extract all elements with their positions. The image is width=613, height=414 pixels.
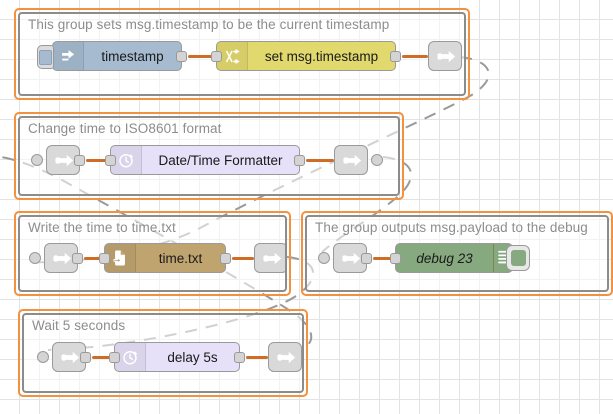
output-port[interactable] <box>465 50 466 62</box>
debug-enable-toggle-button[interactable] <box>506 245 530 271</box>
input-port[interactable] <box>31 154 43 166</box>
output-port[interactable] <box>294 154 305 166</box>
node-link-in-3[interactable] <box>29 243 83 273</box>
node-link-out-2[interactable] <box>334 145 383 175</box>
group-body: This group sets msg.timestamp to be the … <box>18 12 466 96</box>
link-out-icon <box>270 343 300 371</box>
group-body: The group outputs msg.payload to the deb… <box>305 215 609 292</box>
node-file-write[interactable]: time.txt <box>99 243 231 273</box>
input-port[interactable] <box>29 252 41 264</box>
node-label: debug 23 <box>416 250 473 266</box>
output-port[interactable] <box>371 154 383 166</box>
node-change-set-timestamp[interactable]: set msg.timestamp <box>211 41 401 71</box>
debug-lines-icon <box>493 244 512 272</box>
wire-formatter-to-linkout <box>306 159 334 162</box>
inject-arrow-icon <box>53 42 84 70</box>
debug-toggle-indicator-icon <box>510 250 526 266</box>
output-port[interactable] <box>176 50 187 62</box>
input-port[interactable] <box>37 351 49 363</box>
link-in-icon <box>48 146 78 174</box>
link-out-icon <box>256 244 285 272</box>
link-out-icon <box>336 146 366 174</box>
group-timestamp[interactable]: This group sets msg.timestamp to be the … <box>14 8 470 100</box>
node-link-out-1[interactable] <box>428 41 462 71</box>
output-port[interactable] <box>74 154 85 166</box>
node-date-time-formatter[interactable]: Date/Time Formatter <box>105 145 305 175</box>
shuffle-icon <box>217 42 248 70</box>
input-port[interactable] <box>318 252 330 264</box>
input-port[interactable] <box>109 351 120 363</box>
group-title: This group sets msg.timestamp to be the … <box>28 17 390 32</box>
output-port[interactable] <box>220 252 231 264</box>
clock-icon <box>111 146 142 174</box>
group-writefile[interactable]: Write the time to time.txt <box>14 211 291 296</box>
node-delay-5s[interactable]: delay 5s <box>109 342 245 372</box>
group-title: Change time to ISO8601 format <box>28 121 222 136</box>
node-inject-timestamp[interactable]: timestamp <box>37 41 187 71</box>
inject-trigger-button[interactable] <box>37 45 54 69</box>
output-port[interactable] <box>361 252 372 264</box>
input-port[interactable] <box>390 252 401 264</box>
node-link-out-3[interactable] <box>254 243 285 273</box>
wire-file-to-linkout <box>232 257 254 260</box>
group-title: The group outputs msg.payload to the deb… <box>315 220 588 235</box>
wire-linkin-to-file <box>84 257 104 260</box>
group-title: Wait 5 seconds <box>32 318 126 333</box>
file-write-icon <box>105 244 136 272</box>
wire-change-to-linkout <box>402 55 428 58</box>
group-iso8601[interactable]: Change time to ISO8601 format <box>14 112 404 200</box>
wire-linkin-to-debug <box>373 257 395 260</box>
input-port[interactable] <box>105 154 116 166</box>
node-link-out-5[interactable] <box>268 342 302 372</box>
group-body: Change time to ISO8601 format <box>18 116 400 196</box>
node-link-in-2[interactable] <box>31 145 85 175</box>
node-label: time.txt <box>158 250 203 266</box>
input-port[interactable] <box>99 252 110 264</box>
output-port[interactable] <box>72 252 83 264</box>
node-label: delay 5s <box>167 349 218 365</box>
node-label: set msg.timestamp <box>264 48 379 64</box>
wire-delay-to-linkout <box>246 356 268 359</box>
output-port[interactable] <box>234 351 245 363</box>
group-title: Write the time to time.txt <box>28 220 176 235</box>
inject-button-square-icon <box>39 49 52 65</box>
input-port[interactable] <box>211 50 222 62</box>
link-out-icon <box>430 42 460 70</box>
wire-linkin-to-formatter <box>86 159 110 162</box>
wire-inject-to-change <box>188 55 216 58</box>
output-port[interactable] <box>80 351 91 363</box>
group-body: Write the time to time.txt <box>18 215 287 292</box>
node-link-in-4[interactable] <box>318 243 372 273</box>
node-debug-23[interactable]: debug 23 <box>390 243 530 273</box>
link-in-icon <box>46 244 76 272</box>
node-link-in-5[interactable] <box>37 342 91 372</box>
link-in-icon <box>335 244 365 272</box>
node-label: timestamp <box>101 48 164 64</box>
wire-linkin-to-delay <box>92 356 114 359</box>
group-debug[interactable]: The group outputs msg.payload to the deb… <box>301 211 613 296</box>
group-body: Wait 5 seconds <box>22 313 304 393</box>
clock-icon <box>115 343 146 371</box>
output-port[interactable] <box>390 50 401 62</box>
node-label: Date/Time Formatter <box>158 152 283 168</box>
link-in-icon <box>54 343 84 371</box>
group-delay[interactable]: Wait 5 seconds <box>18 309 308 397</box>
